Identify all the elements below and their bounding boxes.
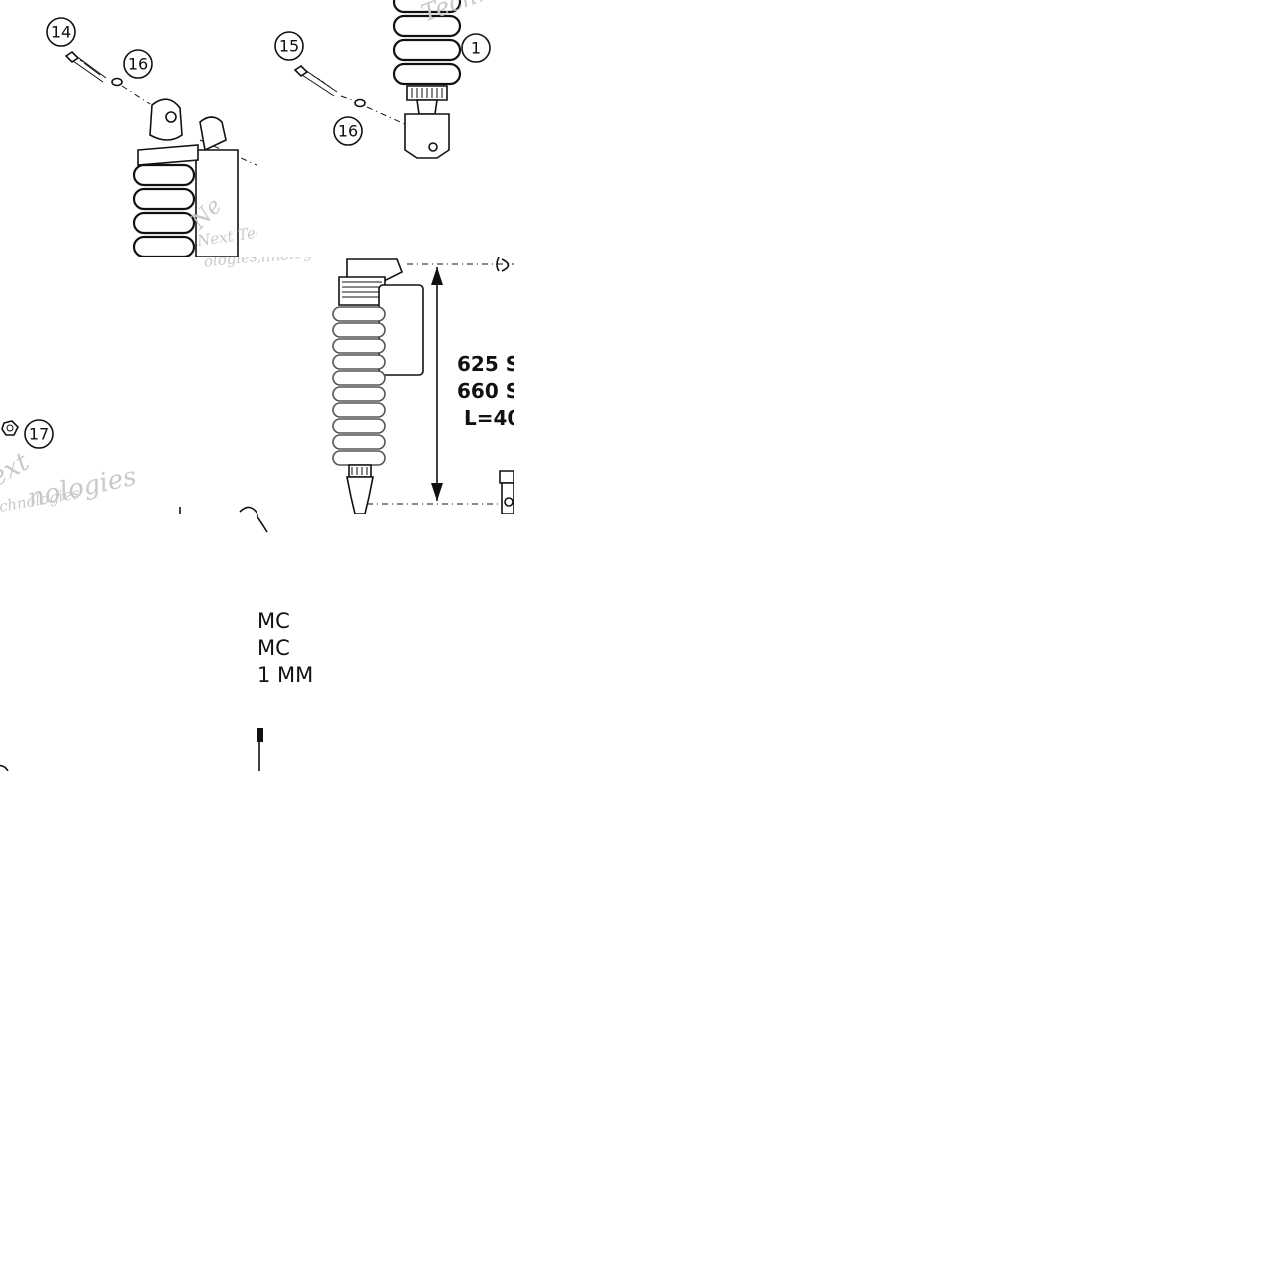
svg-text:17: 17 — [29, 425, 49, 444]
nut-17 — [1, 420, 19, 436]
spec-text: L=40 — [464, 406, 514, 430]
tile-spec-continuation-right: MC MC 1 MM — [257, 514, 313, 771]
bolt-14 — [64, 50, 107, 83]
shock-absorber-dimensioned — [332, 258, 424, 514]
tile-spec-continuation — [0, 514, 257, 771]
spec-text: 660 S — [457, 379, 514, 403]
tile-shock-left-top: Next Tec Ne 14 16 — [0, 0, 257, 257]
spec-text: MC — [257, 609, 290, 633]
callout-14: 14 — [46, 17, 76, 47]
svg-text:16: 16 — [128, 55, 148, 74]
spec-text: 625 S — [457, 352, 514, 376]
callout-16: 16 — [333, 116, 363, 146]
tile-shock-right-top: Techno 15 1 16 — [257, 0, 514, 257]
svg-text:1: 1 — [471, 39, 481, 58]
dimension-line — [367, 257, 514, 514]
svg-text:16: 16 — [338, 122, 358, 141]
spec-text: 1 MM — [257, 663, 313, 687]
callout-15: 15 — [274, 31, 304, 61]
shock-lower-clevis — [404, 85, 450, 159]
watermark-text: ologies — [203, 257, 257, 271]
spec-text: MC — [257, 636, 290, 660]
watermark-text: chnologies — [257, 257, 335, 267]
washer-16 — [354, 98, 366, 108]
svg-text:15: 15 — [279, 37, 299, 56]
tile-nut: ologies ext chnologies nologies 17 — [0, 257, 257, 514]
spring-1 — [392, 0, 462, 86]
bolt-15 — [293, 64, 338, 97]
svg-text:14: 14 — [51, 23, 71, 42]
shock-absorber-left — [132, 98, 239, 257]
callout-17: 17 — [24, 419, 54, 449]
washer-16 — [111, 77, 123, 87]
watermark-text: nologies — [25, 462, 139, 514]
watermark-text: Techno — [417, 0, 508, 28]
callout-1: 1 — [461, 33, 491, 63]
callout-16: 16 — [123, 49, 153, 79]
tile-shock-dimension: chnologies 625 S 660 S L=40 — [257, 257, 514, 514]
